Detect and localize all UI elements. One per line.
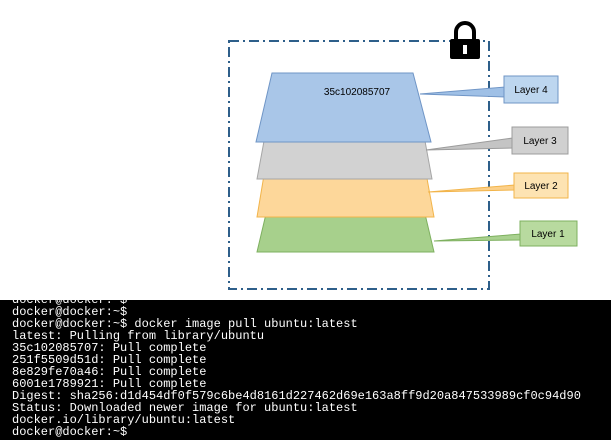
terminal-line: docker@docker:~$ docker image pull ubunt… <box>12 317 358 331</box>
layer-4-label-box <box>503 75 559 104</box>
terminal-line: 8e829fe70a46: Pull complete <box>12 365 207 379</box>
layer-4-label: Layer 4 <box>514 85 548 96</box>
layer-diagram: 6001e1789921 8e829fe70a46 251f5509d51d 3… <box>228 21 578 290</box>
terminal-line: docker.io/library/ubuntu:latest <box>12 413 236 427</box>
layer-1-label: Layer 1 <box>531 229 565 240</box>
callout-layer-2: Layer 2 <box>427 172 569 199</box>
layer-4: 35c102085707 <box>255 72 432 143</box>
terminal-prompt: docker@docker:~$ <box>12 425 128 439</box>
layer-4-id: 35c102085707 <box>324 87 391 98</box>
terminal-line: docker@docker:~$ <box>12 300 128 307</box>
image-container-border <box>228 40 490 290</box>
layer-3-label: Layer 3 <box>523 136 557 147</box>
terminal-line: 35c102085707: Pull complete <box>12 341 207 355</box>
callout-layer-4: Layer 4 <box>419 75 559 104</box>
layer-2-label-box <box>513 172 569 199</box>
layer-4-shape <box>255 72 432 143</box>
terminal-line: latest: Pulling from library/ubuntu <box>12 329 265 343</box>
terminal-line: Status: Downloaded newer image for ubunt… <box>12 401 358 415</box>
layer-diagram-svg: 6001e1789921 8e829fe70a46 251f5509d51d 3… <box>228 21 578 290</box>
layer-3-label-box <box>511 126 569 155</box>
callout-layer-3: Layer 3 <box>425 126 569 155</box>
terminal-line: docker@docker:~$ <box>12 305 128 319</box>
terminal-line: 6001e1789921: Pull complete <box>12 377 207 391</box>
lock-icon <box>450 21 480 59</box>
layer-1-label-box <box>519 220 578 247</box>
terminal-line: Digest: sha256:d1d454df0f579c6be4d8161d2… <box>12 389 581 403</box>
terminal-window[interactable]: docker@docker:~$ docker@docker:~$ docker… <box>0 300 611 440</box>
terminal-line: 251f5509d51d: Pull complete <box>12 353 207 367</box>
layer-2-label: Layer 2 <box>524 181 558 192</box>
callout-layer-1: Layer 1 <box>433 220 578 247</box>
